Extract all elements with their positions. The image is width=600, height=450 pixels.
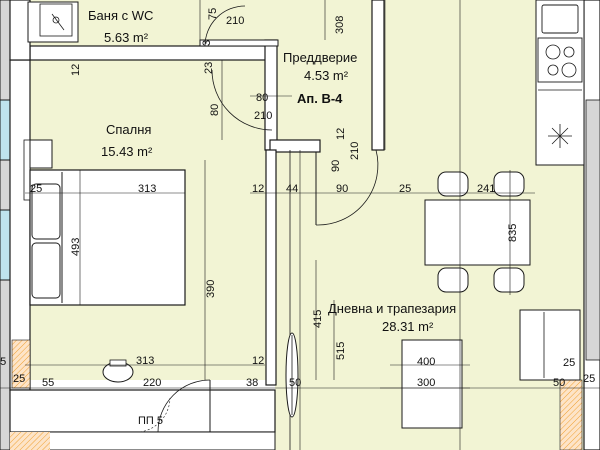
dim-label: 515 (335, 342, 347, 360)
dim-label: 415 (312, 310, 324, 328)
bath-bottom-wall (29, 45, 271, 61)
dim-label: 210 (226, 15, 244, 27)
dim-label: 25 (399, 183, 411, 195)
dim-label: 80 (209, 104, 221, 116)
sofa (519, 309, 581, 381)
pp-label: ПП 5 (138, 415, 163, 427)
chair (437, 267, 469, 293)
dim-label: 12 (252, 183, 264, 195)
bath-left-wall (9, 0, 31, 61)
dim-label: 210 (254, 110, 272, 122)
living-room-name: Дневна и трапезария (328, 301, 456, 316)
dim-label: 25 (583, 373, 595, 385)
dim-label: 400 (417, 356, 435, 368)
stove (537, 37, 583, 83)
dim-label: 25 (13, 373, 25, 385)
bath-room-area: 5.63 m² (104, 30, 149, 45)
entry-door-swing (315, 149, 379, 226)
dim-label: 313 (138, 183, 156, 195)
dim-label: 12 (252, 355, 264, 367)
dim-label: 90 (336, 183, 348, 195)
dim-label: 75 (207, 8, 219, 20)
chair (493, 171, 525, 197)
dim-label: 12 (335, 128, 347, 140)
bath-fixture (27, 1, 79, 43)
coffee-table (401, 339, 463, 429)
dim-label: 493 (70, 238, 82, 256)
dim-label: 313 (136, 355, 154, 367)
dim-label: 308 (334, 16, 346, 34)
bedroom-room-area: 15.43 m² (101, 144, 153, 159)
nightstand (29, 139, 53, 169)
dim-label: 210 (349, 142, 361, 160)
window-left-1 (0, 99, 11, 161)
dim-label: 12 (70, 64, 82, 76)
dim-label: 90 (330, 160, 342, 172)
chair (493, 267, 525, 293)
dim-label: 25 (563, 357, 575, 369)
chair (437, 171, 469, 197)
pillow (31, 242, 61, 299)
dim-label: 80 (256, 92, 268, 104)
dim-label: 3 (201, 40, 213, 46)
dim-label: 50 (289, 377, 301, 389)
dim-label: 390 (205, 280, 217, 298)
hall-wall-right (371, 0, 385, 151)
dim-label: 25 (0, 356, 6, 368)
door-swing (139, 397, 171, 433)
hall-room-area: 4.53 m² (304, 68, 349, 83)
dim-label: 220 (143, 377, 161, 389)
apartment-label: Ап. В-4 (297, 91, 343, 106)
dim-label: 300 (417, 377, 435, 389)
living-room-area: 28.31 m² (382, 319, 434, 334)
hall-room-name: Преддверие (283, 50, 357, 65)
dim-label: 25 (30, 183, 42, 195)
dining-table (424, 199, 531, 266)
bottom-wall (9, 389, 276, 433)
window-left-2 (0, 209, 11, 281)
hall-wall-bottom (269, 139, 321, 153)
dim-label: 38 (246, 377, 258, 389)
door-swing (157, 379, 211, 433)
bedroom-right-wall (265, 149, 277, 386)
dim-label: 44 (286, 183, 298, 195)
dim-label: 835 (507, 224, 519, 242)
dim-label: 241 (477, 183, 495, 195)
bath-room-name: Баня с WC (88, 8, 153, 23)
dim-label: 55 (42, 377, 54, 389)
hall-door-swing (211, 69, 273, 131)
pillow (31, 183, 61, 240)
bath-door-swing (204, 5, 246, 47)
dim-label: 23 (203, 62, 215, 74)
bedroom-room-name: Спалня (106, 122, 151, 137)
dim-label: 50 (553, 377, 565, 389)
